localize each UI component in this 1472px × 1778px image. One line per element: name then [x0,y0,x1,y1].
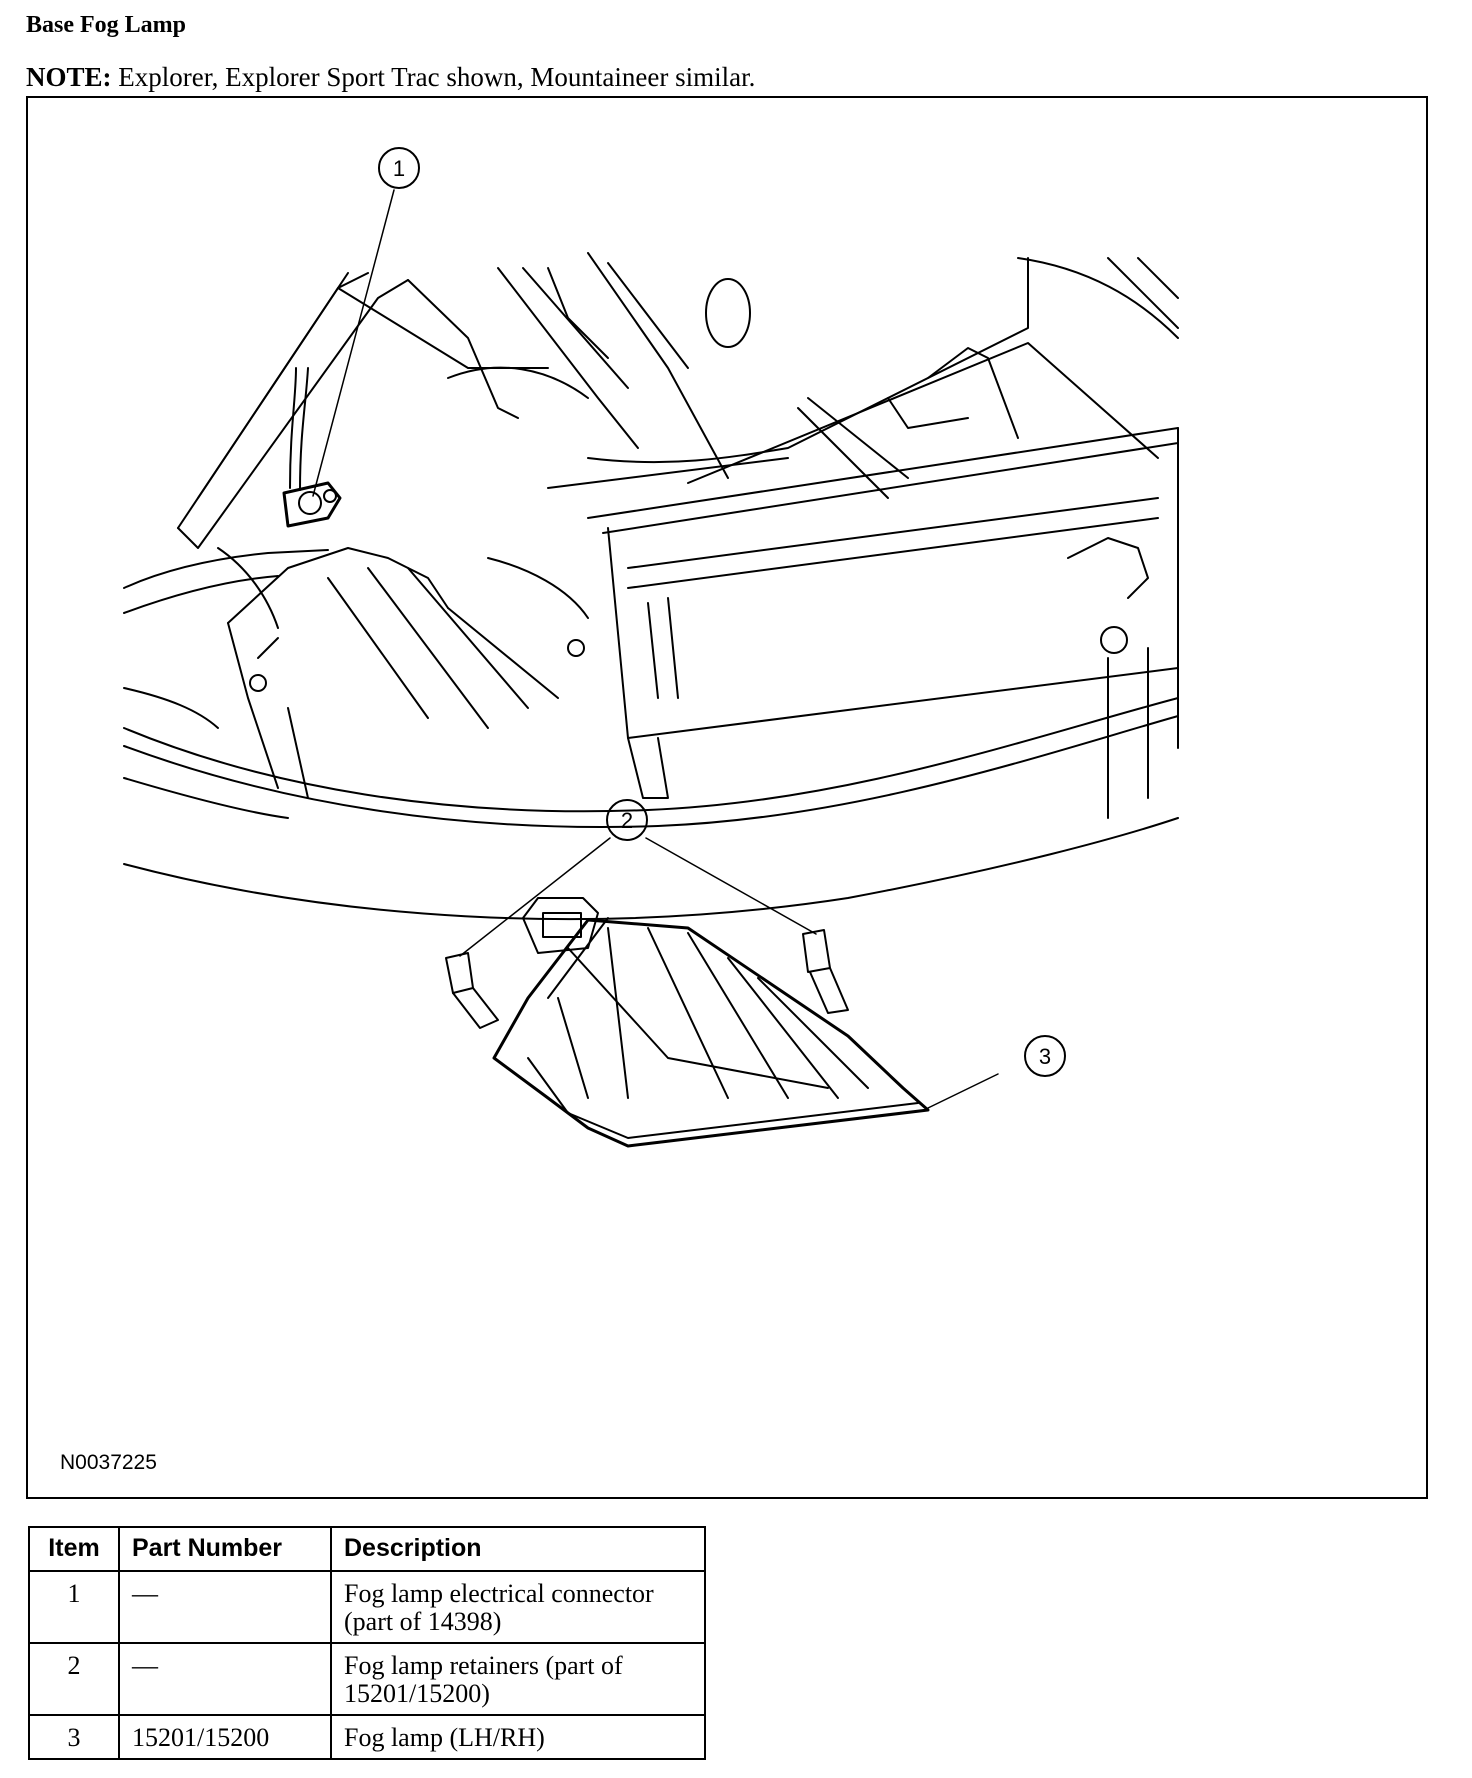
description-line: Fog lamp electrical connector [344,1579,654,1608]
callout-2-label: 2 [621,808,633,833]
note: NOTE: Explorer, Explorer Sport Trac show… [26,62,755,93]
cell-item: 2 [28,1642,120,1716]
fog-lamp-assembly [445,897,930,1148]
callout-3: 3 [1024,1035,1066,1077]
description-line: 15201/15200) [344,1679,490,1708]
note-label: NOTE: [26,62,112,92]
callout-1: 1 [378,147,420,189]
cell-part-number: — [118,1570,332,1644]
oval-opening [705,278,751,348]
parts-table: Item Part Number Description 1 — Fog lam… [28,1526,706,1760]
callout-3-label: 3 [1039,1044,1051,1069]
cell-description: Fog lamp (LH/RH) [330,1714,706,1760]
callout-2: 2 [606,799,648,841]
cell-item: 1 [28,1570,120,1644]
page-title: Base Fog Lamp [26,12,187,38]
callout-1-label: 1 [393,156,405,181]
figure-frame: 1 2 3 N0037225 [26,96,1428,1499]
header-part-number: Part Number [118,1526,332,1572]
header-description: Description [330,1526,706,1572]
header-item: Item [28,1526,120,1572]
grille-box [587,347,1179,799]
table-row: 1 — Fog lamp electrical connector(part o… [28,1570,706,1644]
cell-part-number: 15201/15200 [118,1714,332,1760]
leader-lines [312,189,999,1109]
fog-lamp-illustration: 1 2 3 [123,147,1179,1148]
bumper-structure [123,252,1179,921]
cell-description: Fog lamp electrical connector(part of 14… [330,1570,706,1644]
lamp-pocket [227,537,1149,799]
note-text: Explorer, Explorer Sport Trac shown, Mou… [111,62,756,92]
description-line: (part of 14398) [344,1607,502,1636]
cell-part-number: — [118,1642,332,1716]
description-line: Fog lamp (LH/RH) [344,1723,545,1752]
figure-id: N0037225 [60,1451,157,1474]
table-row: 3 15201/15200 Fog lamp (LH/RH) [28,1714,706,1760]
cell-item: 3 [28,1714,120,1760]
description-line: Fog lamp retainers (part of [344,1651,623,1680]
table-header-row: Item Part Number Description [28,1526,706,1572]
connector-detail [282,367,342,528]
